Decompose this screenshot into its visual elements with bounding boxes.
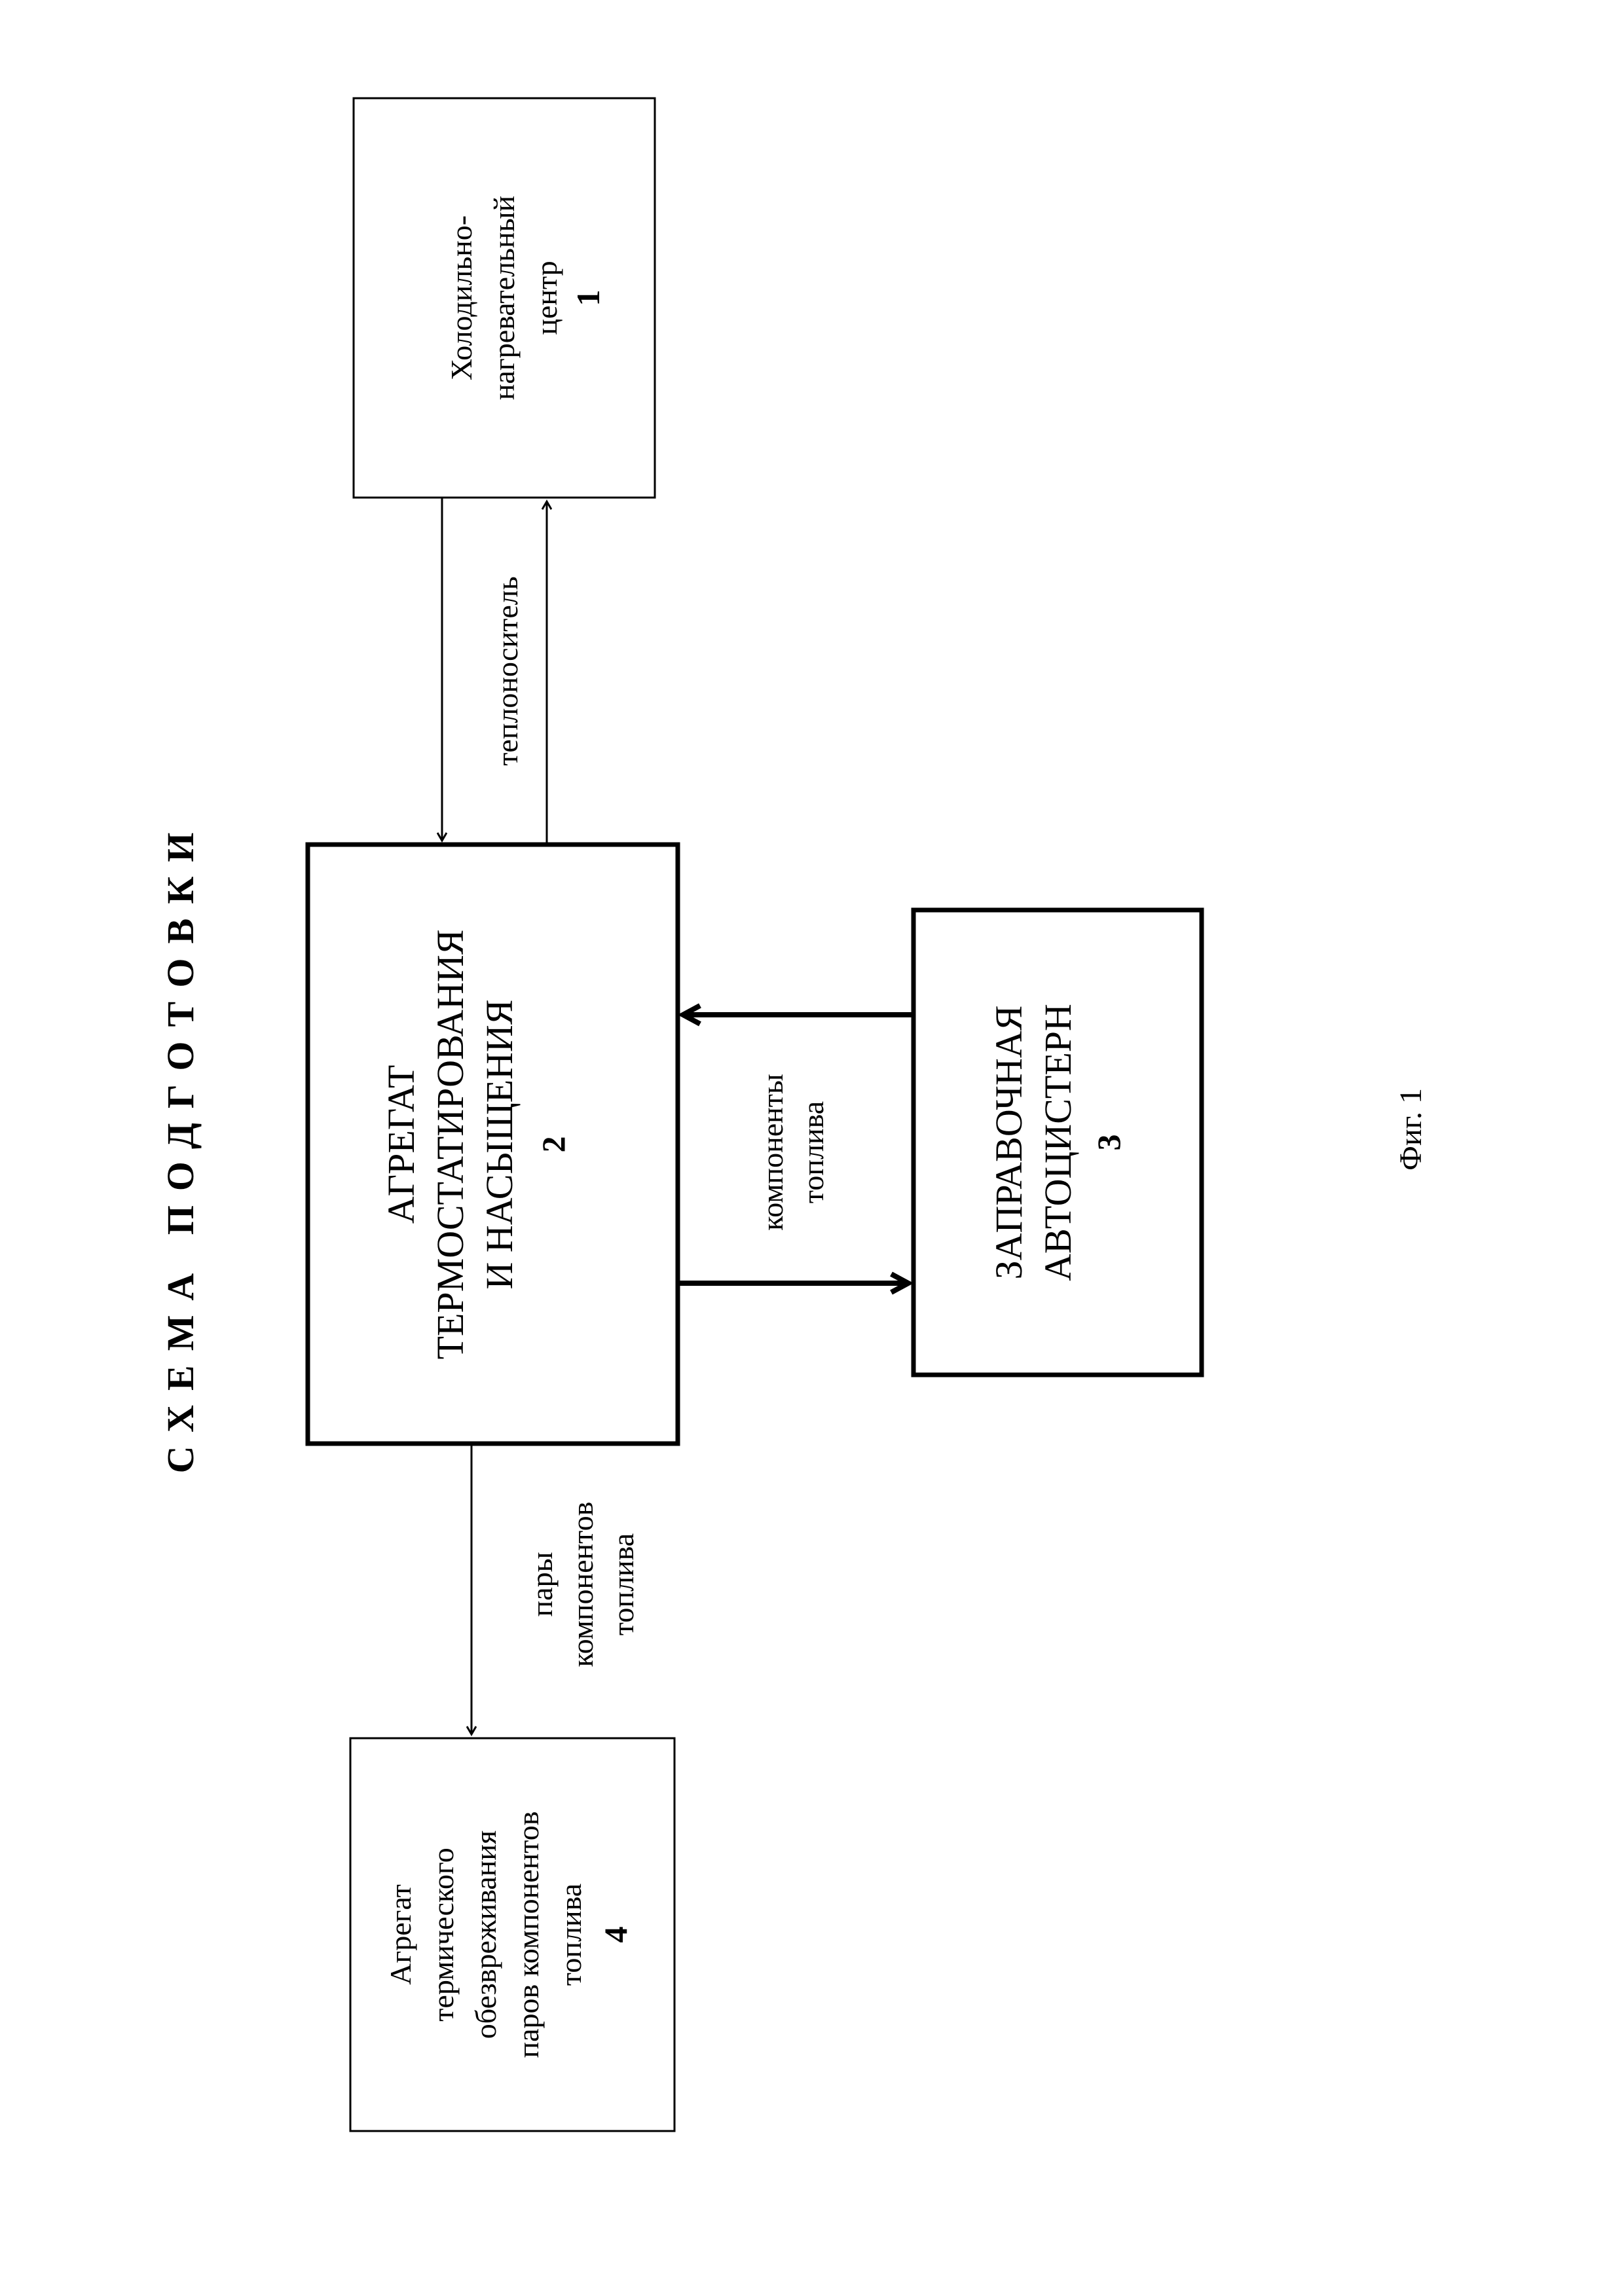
cooler-line-1: Холодильно- — [445, 215, 478, 380]
thermo-block-text: АГРЕГАТ ТЕРМОСТАТИРОВАНИЯ И НАСЫЩЕНИЯ 2 — [380, 930, 572, 1360]
vapors-label: пары компонентов топлива — [525, 1502, 640, 1667]
cooler-line-2: нагревательный — [487, 196, 521, 400]
neutralizer-number: 4 — [597, 1927, 634, 1943]
neutralizer-line-1: Агрегат — [384, 1884, 417, 1985]
cooler-number: 1 — [570, 290, 606, 306]
coolant-label: теплоноситель — [490, 576, 524, 765]
neutralizer-line-2: термического — [426, 1848, 460, 2021]
thermo-line-1: АГРЕГАТ — [380, 1065, 422, 1224]
thermo-number: 2 — [535, 1137, 572, 1153]
cooler-block-text: Холодильно- нагревательный центр 1 — [445, 196, 606, 400]
cooler-line-3: центр — [530, 261, 563, 335]
neutralizer-line-4: паров компонентов — [511, 1812, 545, 2058]
vapors-label-line-3: топлива — [606, 1533, 640, 1635]
thermo-line-2: ТЕРМОСТАТИРОВАНИЯ — [429, 930, 471, 1360]
fuel-label-line-1: компоненты — [756, 1074, 789, 1231]
tanker-line-1: ЗАПРАВОЧНАЯ — [987, 1006, 1030, 1280]
neutralizer-line-3: обезвреживания — [469, 1831, 502, 2039]
thermo-line-3: И НАСЫЩЕНИЯ — [478, 1000, 521, 1290]
tanker-block-text: ЗАПРАВОЧНАЯ АВТОЦИСТЕРН 3 — [987, 1004, 1127, 1281]
neutralizer-line-5: топлива — [554, 1884, 587, 1986]
tanker-number: 3 — [1090, 1135, 1127, 1151]
vapors-label-line-2: компонентов — [566, 1502, 599, 1667]
figure-caption: Фиг. 1 — [1393, 1088, 1428, 1171]
page-title: СХЕМА ПОДГОТОВКИ — [159, 818, 202, 1474]
tanker-line-2: АВТОЦИСТЕРН — [1037, 1004, 1079, 1281]
fuel-components-label: компоненты топлива — [756, 1074, 830, 1231]
neutralizer-block-text: Агрегат термического обезвреживания паро… — [384, 1812, 634, 2058]
vapors-label-line-1: пары — [525, 1552, 559, 1617]
fuel-label-line-2: топлива — [796, 1101, 830, 1203]
